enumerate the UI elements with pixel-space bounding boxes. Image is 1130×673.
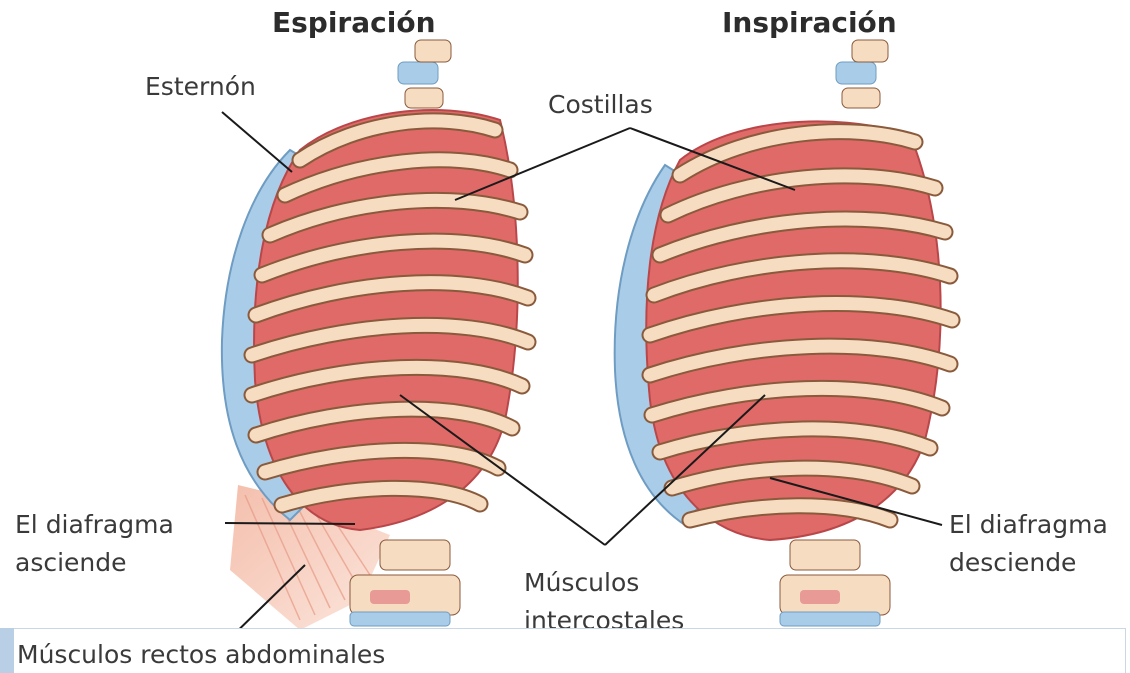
caption-edge [1125,628,1126,673]
label-sternum: Esternón [145,70,256,103]
caption-rule [14,628,1126,629]
leader-diaphragm-up [225,523,355,524]
ribcage-expiration [222,40,528,630]
leader-sternum [222,112,292,172]
caption-accent [0,628,14,673]
label-abdominal: Músculos rectos abdominales [17,638,385,671]
label-diaphragm-up-1: El diafragma [15,508,174,541]
label-diaphragm-down-1: El diafragma [949,508,1108,541]
label-ribs: Costillas [548,88,653,121]
label-intercostal-1: Músculos [524,566,639,599]
label-diaphragm-down-2: desciende [949,546,1076,579]
title-inspiration: Inspiración [722,6,897,39]
ribcage-inspiration [615,40,952,626]
title-expiration: Espiración [272,6,436,39]
label-diaphragm-up-2: asciende [15,546,127,579]
